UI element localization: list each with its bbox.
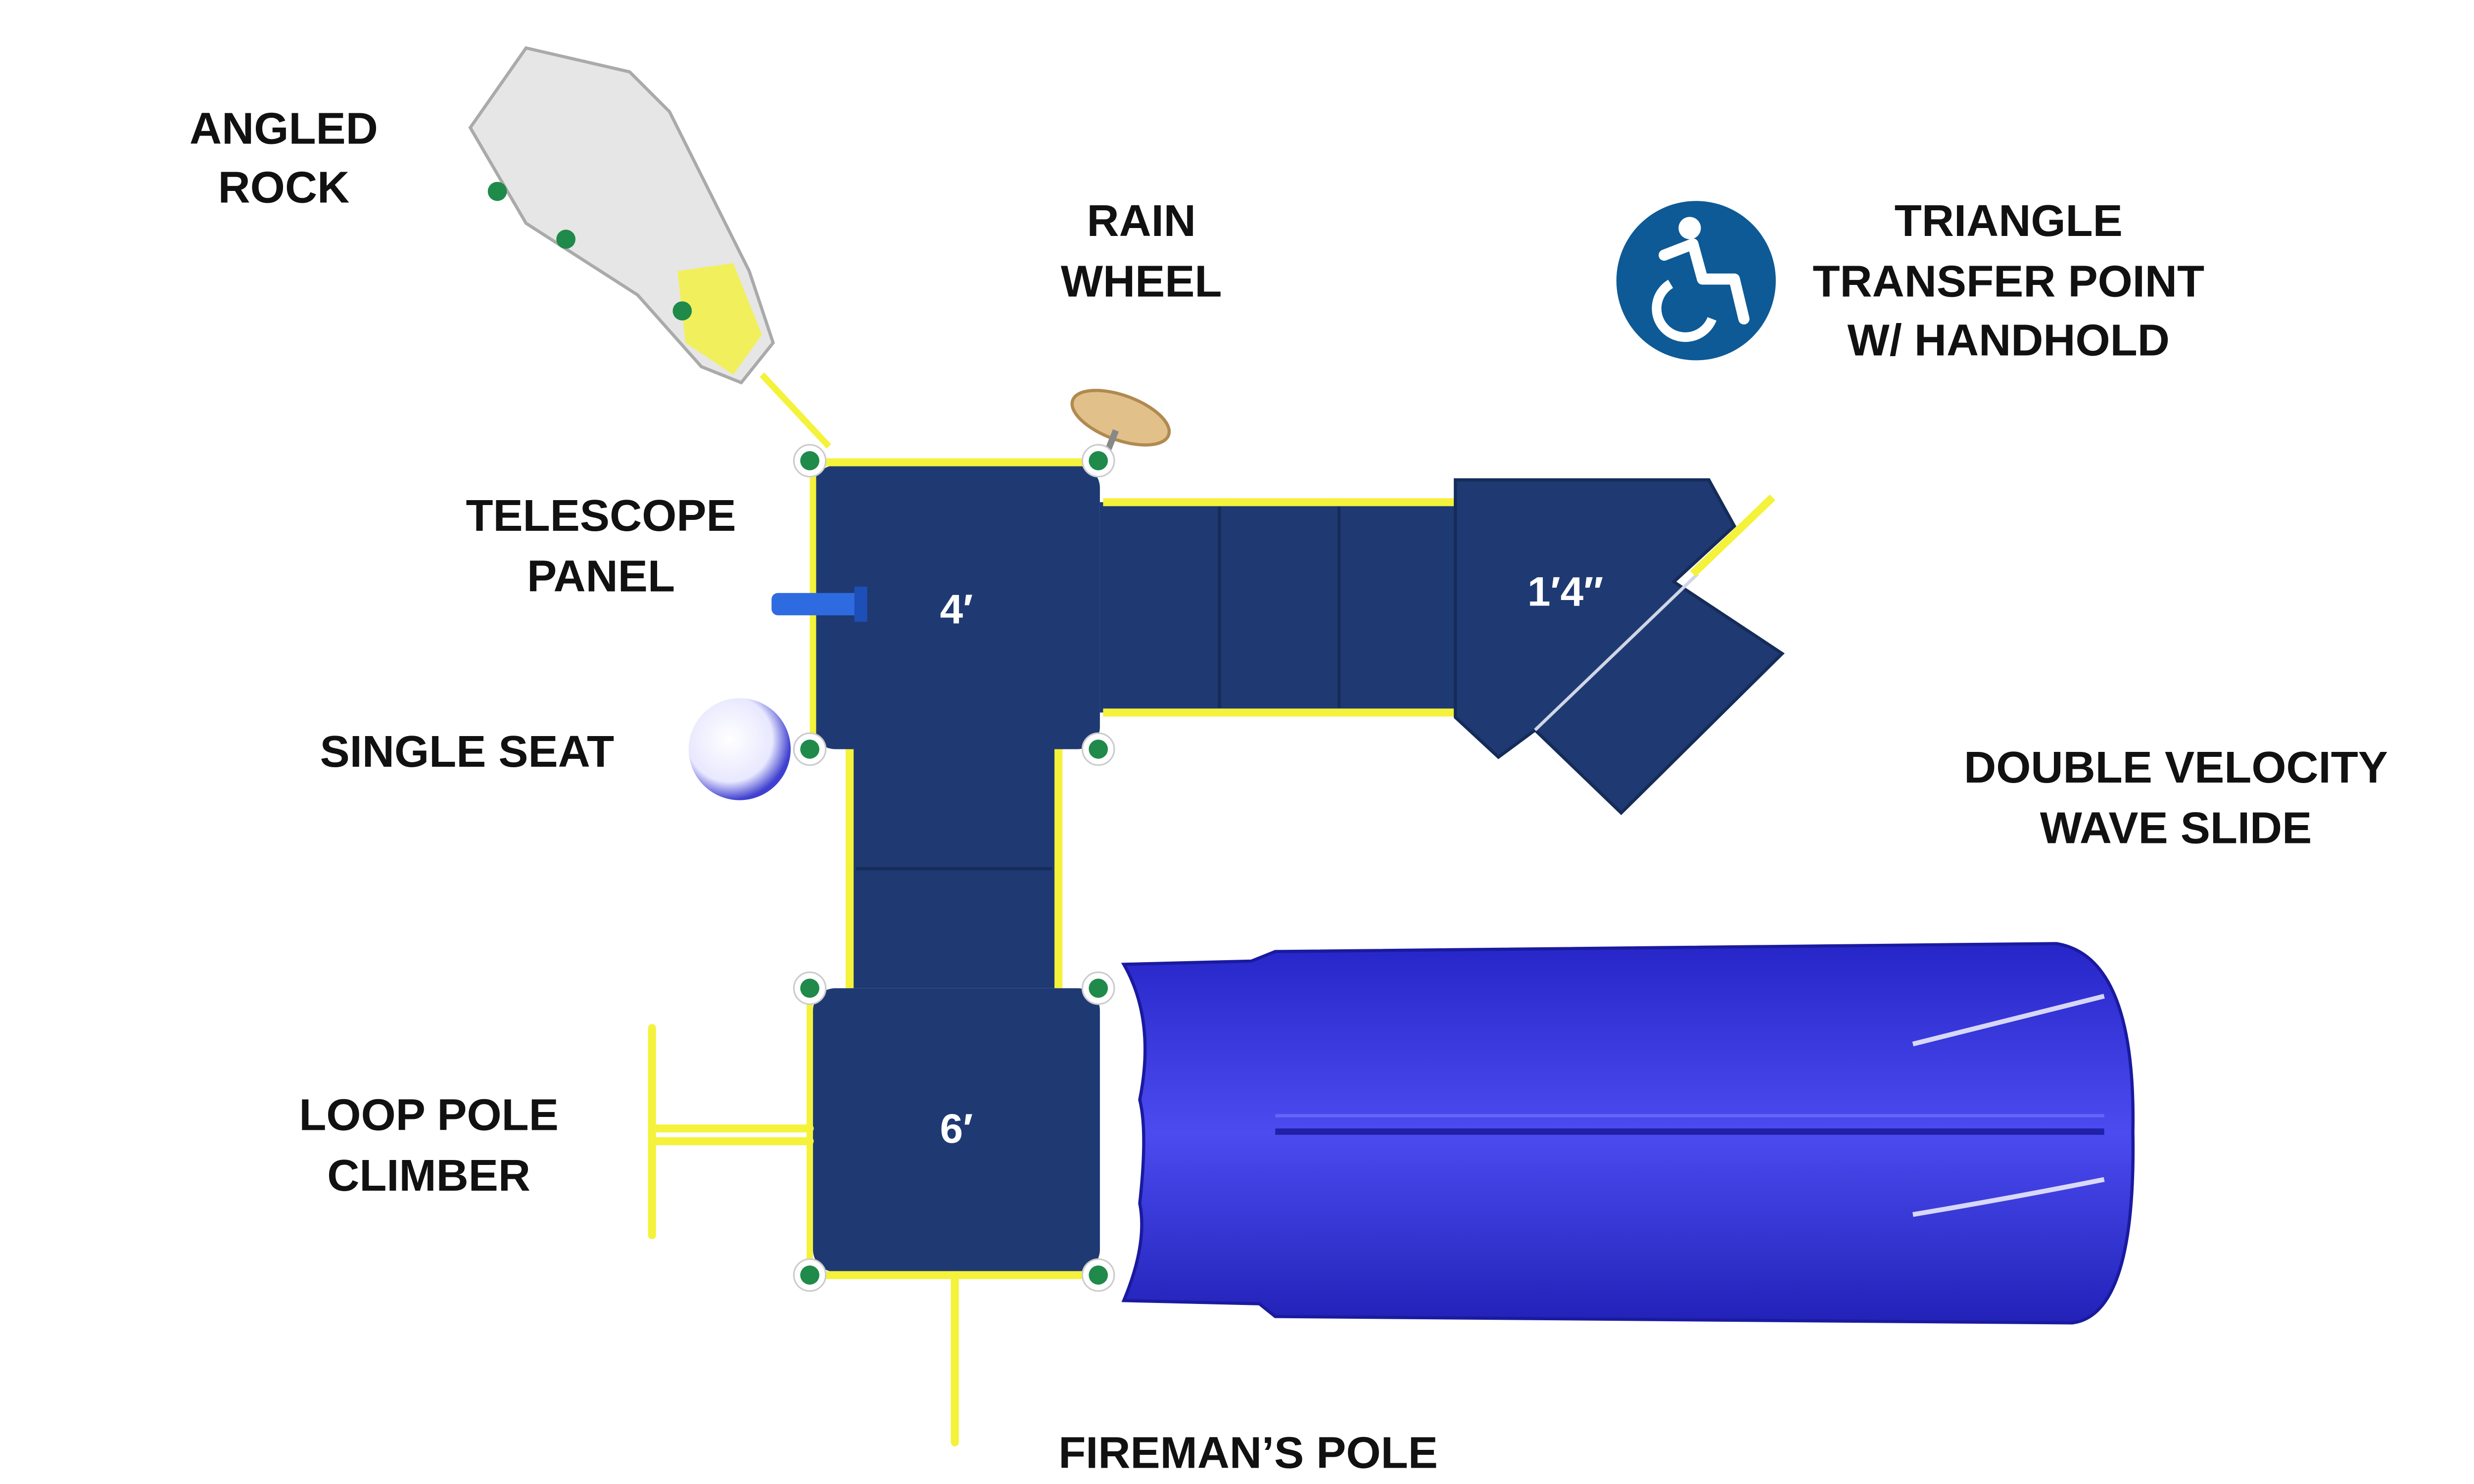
angled-rock [468,46,831,449]
svg-text:LOOP POLE: LOOP POLE [299,1090,559,1140]
post [1081,1258,1115,1292]
svg-text:WAVE SLIDE: WAVE SLIDE [2040,803,2312,853]
svg-text:TELESCOPE: TELESCOPE [466,491,736,541]
connector-steps [846,749,1063,988]
wheelchair-icon [1616,201,1776,361]
svg-text:TRIANGLE: TRIANGLE [1895,196,2123,246]
svg-text:WHEEL: WHEEL [1061,257,1222,307]
label-rain-wheel: RAIN WHEEL [1061,196,1222,306]
deck-lower-height-label: 6′ [940,1105,973,1152]
deck-upper-height-label: 4′ [940,586,973,632]
rain-wheel [1070,389,1171,464]
svg-text:PANEL: PANEL [527,552,675,602]
deck-upper: 4′ [809,458,1100,749]
svg-text:TRANSFER POINT: TRANSFER POINT [1812,257,2204,307]
label-triangle-transfer: TRIANGLE TRANSFER POINT W/ HANDHOLD [1812,196,2204,366]
post [793,1258,827,1292]
label-angled-rock: ANGLED ROCK [190,103,378,212]
post [793,444,827,478]
deck-lower: 6′ [807,988,1100,1279]
post [1081,444,1115,478]
double-velocity-wave-slide [1121,942,2135,1325]
transfer-height-label: 1′4″ [1527,568,1603,615]
loop-pole-climber [648,1024,814,1240]
telescope-panel [771,586,867,622]
svg-text:ANGLED: ANGLED [190,103,378,153]
svg-text:W/ HANDHOLD: W/ HANDHOLD [1848,316,2170,366]
svg-text:DOUBLE VELOCITY: DOUBLE VELOCITY [1964,742,2388,792]
label-double-velocity-slide: DOUBLE VELOCITY WAVE SLIDE [1964,742,2388,853]
single-seat [688,698,791,800]
svg-text:RAIN: RAIN [1087,196,1195,246]
post [1081,971,1115,1005]
label-single-seat: SINGLE SEAT [320,727,615,777]
triangle-transfer-point: 1′4″ [1454,478,1785,815]
svg-text:CLIMBER: CLIMBER [327,1151,530,1201]
label-firemans-pole: FIREMAN’S POLE [1058,1428,1438,1478]
post [793,732,827,766]
post [1081,732,1115,766]
svg-text:ROCK: ROCK [218,162,350,212]
post [793,971,827,1005]
bridge [1099,498,1483,717]
label-telescope-panel: TELESCOPE PANEL [466,491,736,601]
posts [793,444,1115,1292]
label-loop-pole-climber: LOOP POLE CLIMBER [299,1090,559,1200]
